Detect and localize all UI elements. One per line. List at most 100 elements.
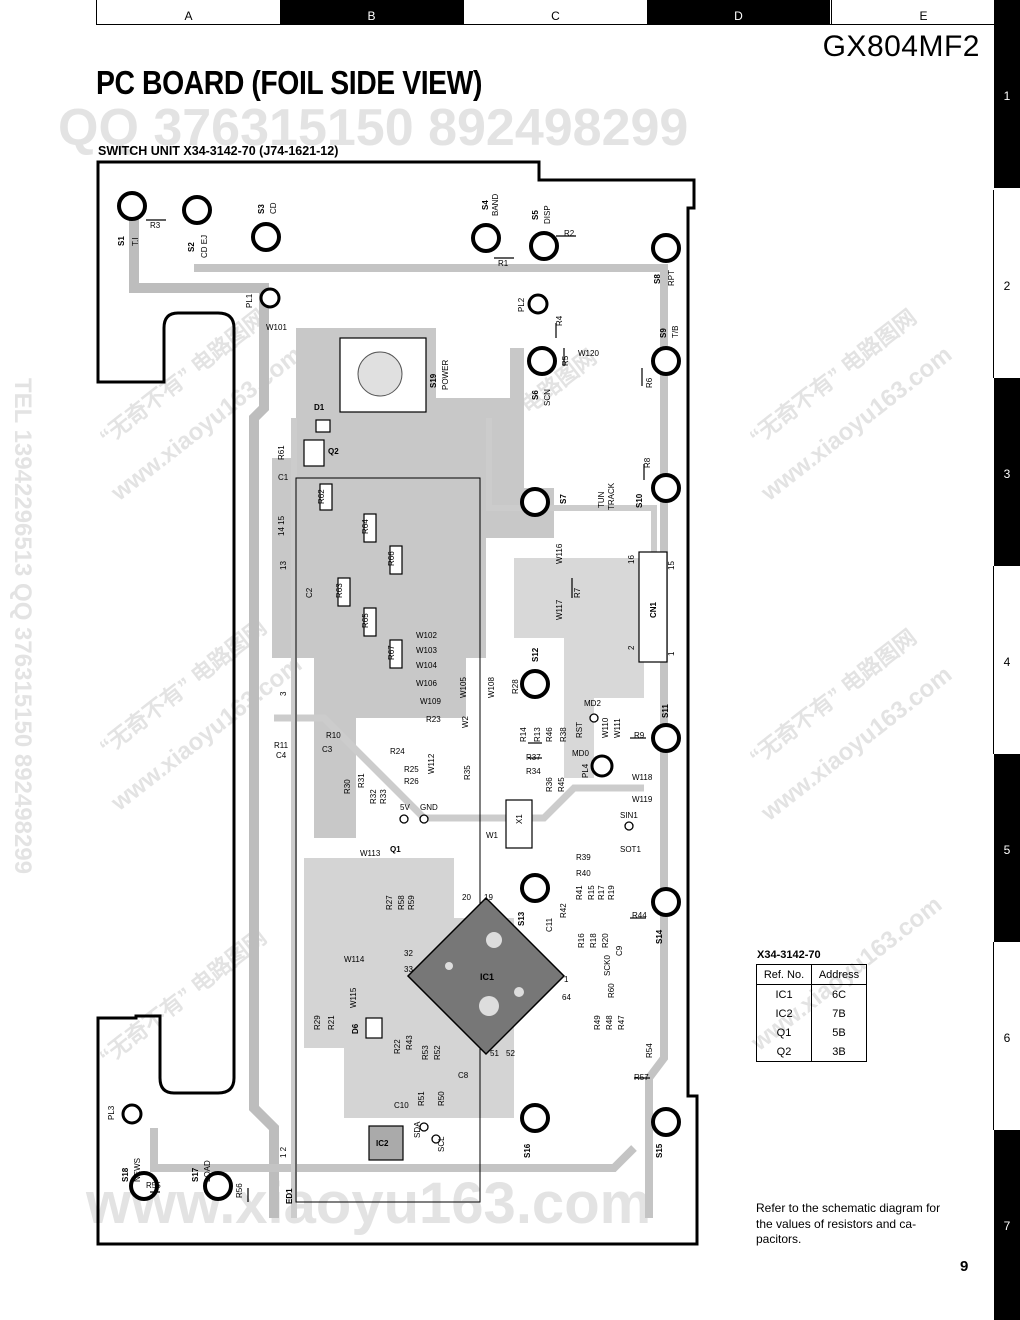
label-s8: S8 (653, 274, 662, 284)
q2-transistor (303, 439, 325, 467)
foil-trace-bus-1 (129, 218, 279, 1218)
schematic-note: Refer to the schematic diagram for the v… (756, 1201, 941, 1246)
address-header-address: Address (811, 964, 867, 985)
model-number: GX804MF2 (822, 30, 980, 63)
label-c10: C10 (394, 1101, 409, 1110)
label-cn1-pin-2: 2 (627, 645, 636, 650)
label-r41: R41 (575, 885, 584, 900)
label-pin-3: 3 (279, 691, 288, 696)
label-w106: W106 (416, 679, 437, 688)
address-table-header: Ref. No. Address (756, 964, 867, 985)
label-r54: R54 (645, 1043, 654, 1058)
address-header-ref: Ref. No. (756, 964, 812, 985)
label-r39: R39 (576, 853, 591, 862)
label-s18-func: NEWS (133, 1158, 142, 1182)
label-cn1-pin-15: 15 (667, 561, 676, 570)
address-ref: Q1 (756, 1023, 812, 1042)
label-r42: R42 (559, 903, 568, 918)
label-c1: C1 (278, 473, 289, 482)
switch-pad-s3 (251, 222, 281, 252)
address-ref: Q2 (756, 1042, 812, 1062)
ic1-mark-3 (514, 987, 524, 997)
label-r27: R27 (385, 895, 394, 910)
label-cn1-pin-1: 1 (667, 651, 676, 656)
label-tun-track-1: TUN (597, 491, 606, 508)
label-s17-func: LOAD (203, 1160, 212, 1182)
label-r57: R57 (634, 1073, 649, 1082)
label-s3-func: CD (269, 202, 278, 214)
label-s17: S17 (191, 1167, 200, 1182)
switch-pad-s16 (520, 1103, 550, 1133)
row-tab-4: 4 (993, 566, 1020, 754)
pilot-lamp-pl1 (259, 287, 281, 309)
foil-trace-bus-4 (274, 714, 644, 822)
label-r65: R65 (361, 613, 370, 628)
label-r1: R1 (498, 259, 509, 268)
row-tab-5: 5 (994, 754, 1020, 942)
label-ic1-pin-19: 19 (484, 893, 493, 902)
label-r22: R22 (393, 1039, 402, 1054)
test-point-sda (419, 1122, 429, 1132)
board-subtitle: SWITCH UNIT X34-3142-70 (J74-1621-12) (98, 144, 339, 158)
label-r19: R19 (607, 885, 616, 900)
test-point-md2 (589, 713, 599, 723)
watermark-tel: TEL 13942296513 QQ 376315150 892498299 (9, 378, 36, 874)
label-r38: R38 (559, 727, 568, 742)
label-r53: R53 (421, 1045, 430, 1060)
label-r56: R56 (235, 1183, 244, 1198)
label-r8: R8 (643, 457, 652, 468)
label-r7: R7 (573, 587, 582, 598)
table-row: IC1 6C (756, 984, 867, 1004)
test-point-pads (399, 713, 634, 1144)
test-point-scl (431, 1134, 441, 1144)
label-w109: W109 (420, 697, 441, 706)
page-title: PC BOARD (FOIL SIDE VIEW) (96, 64, 483, 101)
label-r48: R48 (605, 1015, 614, 1030)
switch-pad-s12 (520, 669, 550, 699)
label-c9: C9 (615, 945, 624, 956)
row-tab-7: 7 (994, 1130, 1020, 1320)
label-r6: R6 (645, 377, 654, 388)
label-c4: C4 (276, 751, 287, 760)
label-s9-func: T/B (671, 326, 680, 338)
pilot-lamp-pl3 (121, 1103, 143, 1125)
switch-pad-s15 (651, 1107, 681, 1137)
ic1-package (406, 896, 566, 1056)
foil-trace-bus-2 (194, 264, 668, 1218)
label-s6-func: SCN (543, 389, 552, 406)
label-w120: W120 (578, 349, 599, 358)
label-cn1-pin-16: 16 (627, 555, 636, 564)
label-r59: R59 (407, 895, 416, 910)
pilot-lamp-pl2 (527, 293, 549, 315)
label-sot1: SOT1 (620, 845, 641, 854)
label-w102: W102 (416, 631, 437, 640)
label-w115: W115 (349, 987, 358, 1008)
switch-pad-s1 (117, 191, 147, 221)
label-r67: R67 (387, 645, 396, 660)
label-r44: R44 (632, 911, 647, 920)
label-sck0: SCK0 (603, 955, 612, 976)
address-value: 3B (811, 1042, 867, 1062)
label-gnd: GND (420, 803, 438, 812)
label-s15: S15 (655, 1143, 664, 1158)
label-ic1: IC1 (480, 972, 494, 982)
label-r37: R37 (526, 753, 541, 762)
label-r62: R62 (317, 489, 326, 504)
label-x1: X1 (515, 814, 524, 824)
label-md0: MD0 (572, 749, 589, 758)
page-number: 9 (960, 1258, 969, 1275)
switch-pad-s11 (651, 723, 681, 753)
pilot-lamp-pads (121, 287, 614, 1125)
label-s18: S18 (121, 1167, 130, 1182)
label-r21: R21 (327, 1015, 336, 1030)
pilot-lamp-pl4 (590, 754, 614, 778)
label-d6: D6 (351, 1023, 360, 1034)
label-r9: R9 (634, 731, 645, 740)
label-pl4: PL4 (581, 763, 590, 778)
label-w108: W108 (487, 677, 496, 698)
label-s4-func: BAND (491, 194, 500, 216)
label-r63: R63 (335, 583, 344, 598)
label-pl1: PL1 (245, 293, 254, 308)
label-r40: R40 (576, 869, 591, 878)
label-w111: W111 (613, 718, 622, 738)
